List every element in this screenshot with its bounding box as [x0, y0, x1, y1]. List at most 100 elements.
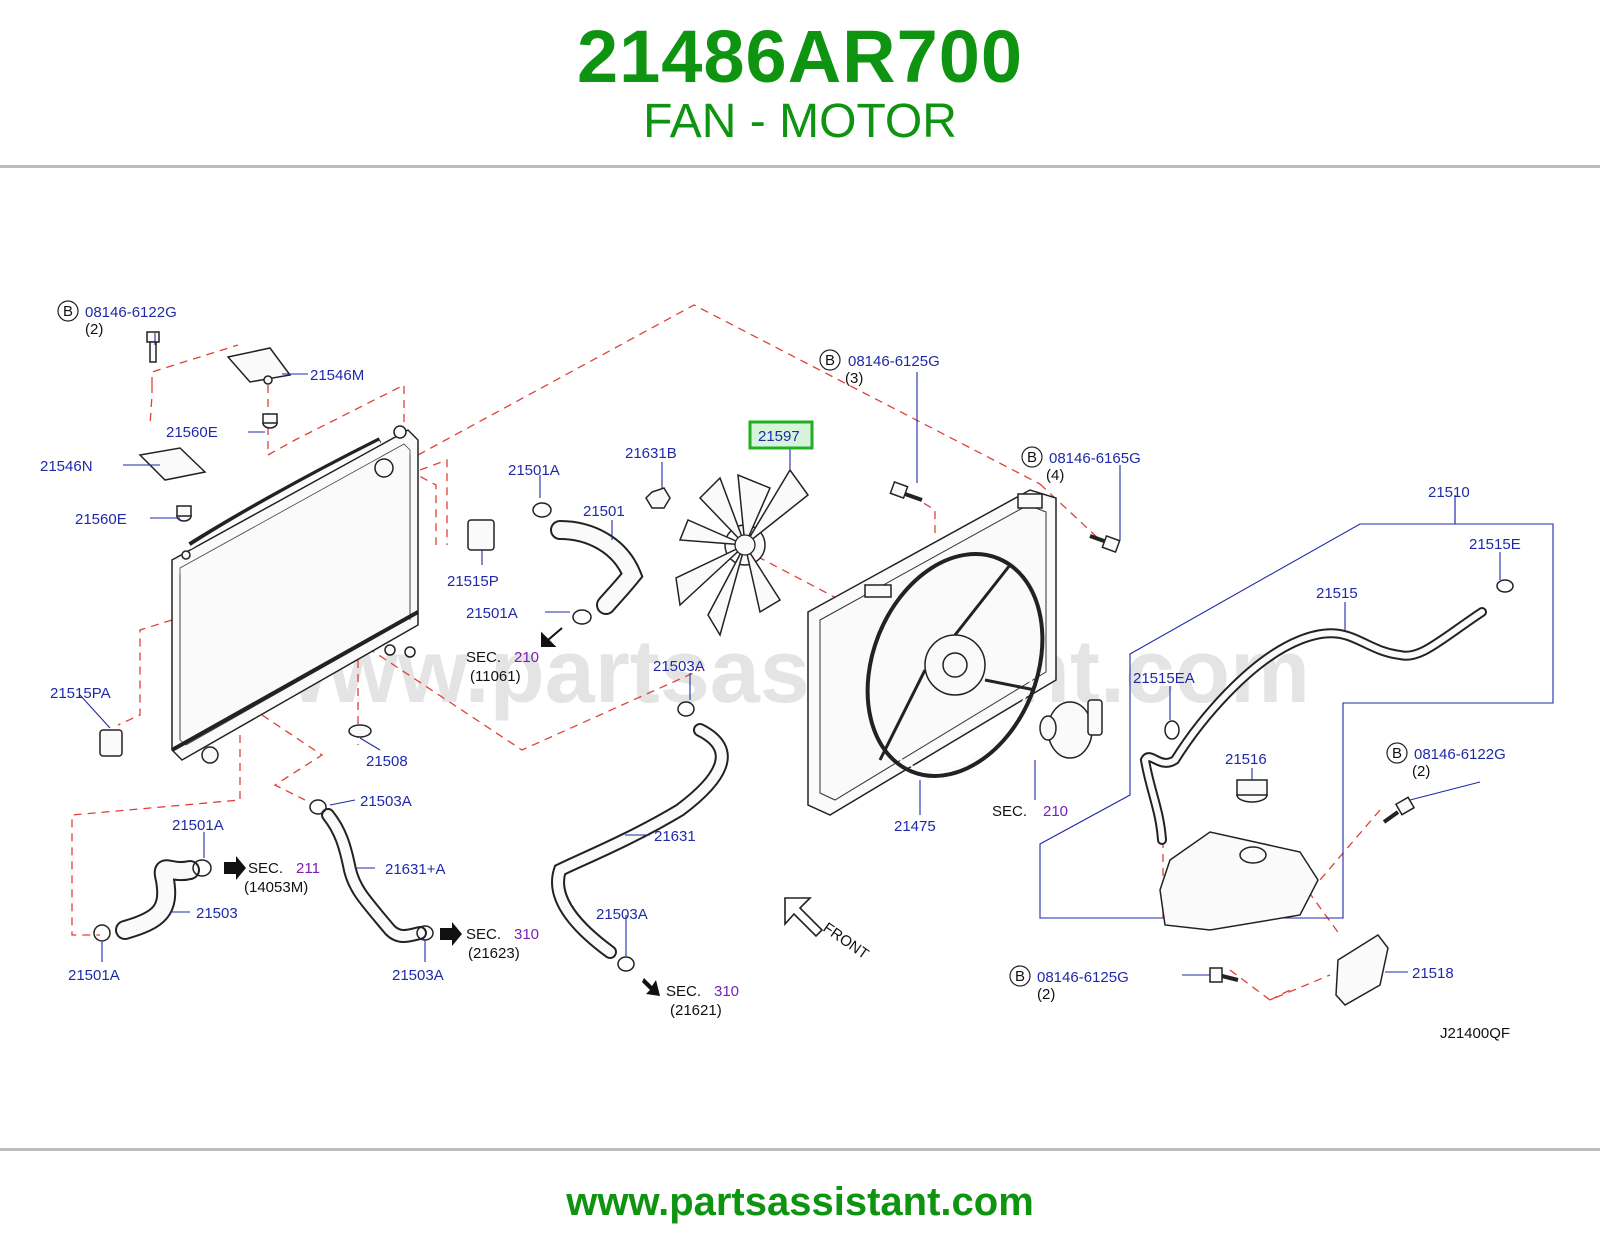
clamp-21503a-a — [677, 701, 695, 717]
highlight-21597 — [748, 420, 814, 450]
fan-motor — [1039, 699, 1103, 759]
svg-text:(14053M): (14053M) — [244, 879, 308, 896]
clip-21515pa — [99, 729, 123, 757]
label-21503a[interactable]: 21503A — [392, 967, 444, 984]
grommet-21560e-a — [262, 413, 278, 429]
shroud-21475 — [807, 489, 1057, 816]
label-21597[interactable]: 21597 — [758, 428, 800, 445]
label-21501[interactable]: 21501 — [583, 503, 625, 520]
hose-21503 — [115, 859, 200, 940]
hose-21631 — [551, 723, 729, 959]
section-refs: SEC. 210 (11061) SEC. 211 (14053M) SEC. … — [224, 627, 1068, 1019]
hose-21631a — [321, 808, 427, 943]
arrow-icon — [440, 922, 462, 946]
label-21501a[interactable]: 21501A — [466, 605, 518, 622]
svg-text:(11061): (11061) — [470, 668, 521, 685]
bolt-6122g-a — [146, 331, 160, 363]
label-21475[interactable]: 21475 — [894, 818, 936, 835]
label-21501a[interactable]: 21501A — [508, 462, 560, 479]
clip-21515p — [467, 519, 495, 551]
hose-21501 — [550, 520, 644, 615]
label-21631b[interactable]: 21631B — [625, 445, 677, 462]
label-08146-6125g[interactable]: 08146-6125G — [1037, 969, 1129, 986]
svg-text:B: B — [1392, 745, 1402, 762]
svg-text:SEC.: SEC. — [666, 983, 701, 1000]
svg-text:SEC.: SEC. — [466, 926, 501, 943]
label-08146-6122g[interactable]: 08146-6122G — [85, 304, 177, 321]
label-21631-a[interactable]: 21631+A — [385, 861, 445, 878]
sec-310[interactable]: 310 — [514, 926, 539, 943]
label-08146-6125g[interactable]: 08146-6125G — [848, 353, 940, 370]
clamp-21501a-b — [572, 609, 592, 625]
label-21515pa[interactable]: 21515PA — [50, 685, 111, 702]
part-labels: 08146-6122G (2) 21546M 21560E 21546N 215… — [40, 304, 1521, 1003]
arrow-icon — [224, 856, 246, 880]
label-21560e[interactable]: 21560E — [75, 511, 127, 528]
bolt-6125g-b — [1209, 967, 1239, 983]
label-08146-6122g[interactable]: 08146-6122G — [1414, 746, 1506, 763]
clamp-21503a-d — [617, 956, 635, 972]
front-arrow-icon — [784, 897, 824, 938]
label-21508[interactable]: 21508 — [366, 753, 408, 770]
qty-label: (2) — [85, 321, 103, 338]
svg-text:(21623): (21623) — [468, 945, 520, 962]
sec-210[interactable]: 210 — [1043, 803, 1068, 820]
label-21631[interactable]: 21631 — [654, 828, 696, 845]
label-21515e[interactable]: 21515E — [1469, 536, 1521, 553]
sec-210[interactable]: 210 — [514, 649, 539, 666]
label-21501a[interactable]: 21501A — [172, 817, 224, 834]
footer-divider — [0, 1148, 1600, 1151]
svg-text:SEC.: SEC. — [466, 649, 501, 666]
footer-url[interactable]: www.partsassistant.com — [566, 1180, 1034, 1224]
svg-text:(21621): (21621) — [670, 1002, 722, 1019]
fan-21597 — [675, 468, 810, 637]
label-21503a[interactable]: 21503A — [360, 793, 412, 810]
svg-text:FRONT: FRONT — [820, 919, 872, 963]
header: 21486AR700 FAN - MOTOR — [0, 0, 1600, 168]
front-indicator: FRONT — [784, 897, 872, 963]
clamp-21515e — [1496, 579, 1514, 593]
clip-21515ea — [1164, 720, 1180, 740]
label-21560e[interactable]: 21560E — [166, 424, 218, 441]
bolt-6165g — [1089, 534, 1121, 553]
clamp-21503a-b — [309, 799, 327, 815]
svg-text:B: B — [1015, 968, 1025, 985]
label-21501a[interactable]: 21501A — [68, 967, 120, 984]
bolt-badges: B B B B B — [57, 300, 1408, 987]
svg-text:B: B — [1027, 449, 1037, 466]
label-21515ea[interactable]: 21515EA — [1133, 670, 1195, 687]
cap-21508 — [348, 724, 372, 738]
part-name: FAN - MOTOR — [643, 95, 957, 148]
label-21515[interactable]: 21515 — [1316, 585, 1358, 602]
arrow-icon — [642, 978, 660, 996]
label-21503a[interactable]: 21503A — [653, 658, 705, 675]
leader-lines — [79, 333, 1501, 976]
label-21515p[interactable]: 21515P — [447, 573, 499, 590]
diagram-code: J21400QF — [1440, 1025, 1510, 1042]
watermark: www.partsassistant.com — [257, 622, 1310, 722]
label-21503[interactable]: 21503 — [196, 905, 238, 922]
label-21546m[interactable]: 21546M — [310, 367, 364, 384]
label-21510[interactable]: 21510 — [1428, 484, 1470, 501]
label-21516[interactable]: 21516 — [1225, 751, 1267, 768]
radiator — [171, 425, 419, 764]
sec-211[interactable]: 211 — [296, 860, 320, 877]
clamp-21501a-a — [532, 502, 552, 518]
bracket-21518 — [1335, 934, 1389, 1006]
clamp-21501a-d — [93, 924, 111, 942]
label-21546n[interactable]: 21546N — [40, 458, 93, 475]
bracket-21546n — [138, 447, 207, 481]
reservoir-tank — [1159, 831, 1319, 931]
svg-text:SEC.: SEC. — [248, 860, 283, 877]
arrow-icon — [541, 627, 563, 647]
clamp-21501a-c — [192, 859, 212, 877]
sec-310[interactable]: 310 — [714, 983, 739, 1000]
label-21518[interactable]: 21518 — [1412, 965, 1454, 982]
label-08146-6165g[interactable]: 08146-6165G — [1049, 450, 1141, 467]
svg-text:B: B — [825, 352, 835, 369]
label-21503a[interactable]: 21503A — [596, 906, 648, 923]
svg-text:B: B — [63, 303, 73, 320]
qty-label: (2) — [1037, 986, 1055, 1003]
qty-label: (4) — [1046, 467, 1064, 484]
bolt-6122g-b — [1382, 796, 1416, 824]
